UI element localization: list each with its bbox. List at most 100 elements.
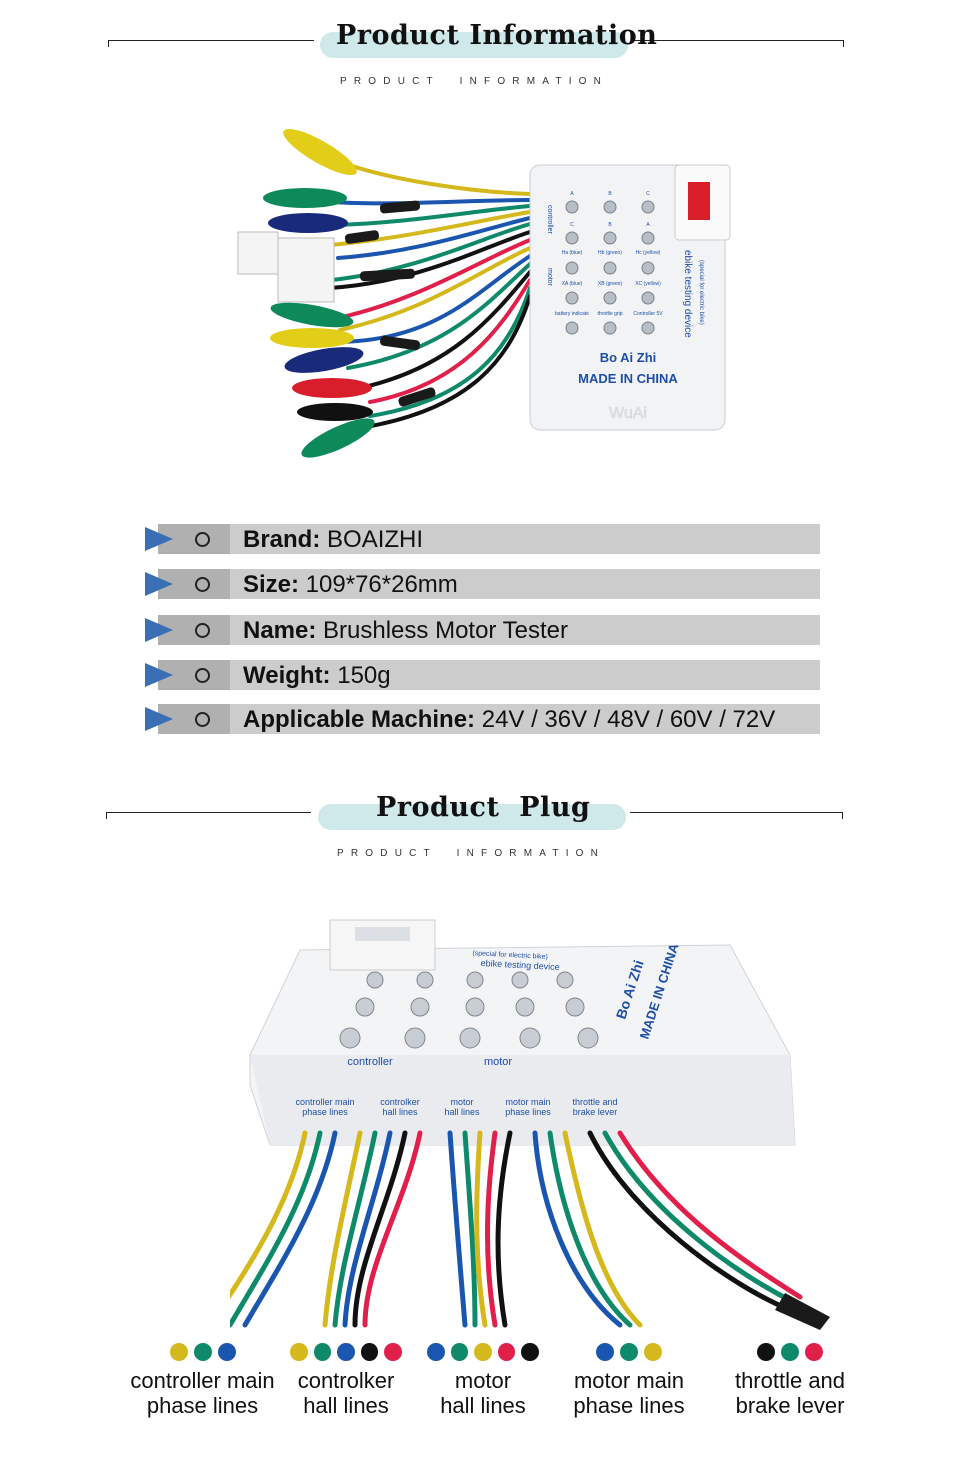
spec-key: Applicable Machine: <box>243 706 476 733</box>
section-header-product-information: Product Information PRODUCT INFORMATION <box>0 20 960 110</box>
spec-value: 109*76*26mm <box>299 571 458 598</box>
legend-label-line2: brake lever <box>735 1393 845 1418</box>
spec-row-brand: Brand: BOAIZHI <box>145 524 820 554</box>
spec-row-size: Size: 109*76*26mm <box>145 569 820 599</box>
spec-bar <box>158 704 820 734</box>
circle-bullet-icon <box>195 623 210 638</box>
embossed-text: WuAi <box>609 405 647 422</box>
plug-group-label: motor <box>450 1097 473 1107</box>
legend-label-line1: motor <box>454 1368 512 1393</box>
color-dot <box>474 1343 492 1361</box>
plug-group-label: throttle and <box>572 1097 617 1107</box>
color-dot <box>337 1343 355 1361</box>
plug-controller-label: controller <box>347 1056 393 1068</box>
color-dot <box>193 1343 212 1361</box>
spec-bar <box>158 660 820 690</box>
legend-label-line2: hall lines <box>303 1393 389 1418</box>
legend-label-line1: motor main <box>573 1368 685 1393</box>
plug-group-label: motor main <box>505 1097 550 1107</box>
spec-key: Weight: <box>243 662 331 689</box>
circle-bullet-icon <box>195 668 210 683</box>
color-dot <box>384 1343 402 1361</box>
legend-controller-main-phase: controller main phase lines <box>120 1343 285 1418</box>
spec-row-applicable-machine: Applicable Machine: 24V / 36V / 48V / 60… <box>145 704 820 734</box>
circle-bullet-icon <box>195 712 210 727</box>
section-title: Product Information <box>336 20 658 51</box>
spec-value: 24V / 36V / 48V / 60V / 72V <box>475 706 776 733</box>
spec-text: Brand: BOAIZHI <box>243 525 423 555</box>
color-dot <box>521 1343 539 1361</box>
panel-label: B <box>608 191 612 197</box>
hall-label: Hb (green) <box>598 250 622 256</box>
color-dot <box>313 1343 332 1361</box>
header-rule-left <box>106 812 311 819</box>
color-dot <box>169 1343 188 1361</box>
panel-label: A <box>646 222 650 228</box>
color-dot <box>620 1343 638 1361</box>
color-dot <box>360 1343 379 1361</box>
made-in-text: MADE IN CHINA <box>578 371 678 386</box>
legend-dots <box>560 1343 698 1365</box>
plug-group-label: hall lines <box>382 1107 418 1117</box>
spec-key: Size: <box>243 571 300 598</box>
misc-label: battery indicate <box>555 311 589 317</box>
section-subtitle: PRODUCT INFORMATION <box>337 848 606 859</box>
legend-throttle-brake: throttle and brake lever <box>722 1343 858 1418</box>
spec-text: Name: Brushless Motor Tester <box>243 616 568 646</box>
side-controller-label: controller <box>546 205 553 234</box>
arrow-right-icon <box>145 707 173 731</box>
side-motor-label: motor <box>546 268 553 287</box>
legend-label-line2: hall lines <box>440 1393 526 1418</box>
spec-bar <box>158 569 820 599</box>
arrow-right-icon <box>145 618 173 642</box>
color-dot <box>644 1343 662 1361</box>
plug-group-label: phase lines <box>302 1107 348 1117</box>
legend-label-line2: phase lines <box>146 1393 259 1418</box>
spec-value: Brushless Motor Tester <box>316 617 569 644</box>
arrow-right-icon <box>145 572 173 596</box>
legend-dots <box>722 1343 858 1365</box>
spec-text: Weight: 150g <box>243 661 391 691</box>
color-dot <box>450 1343 469 1361</box>
section-title: Product Plug <box>376 792 591 823</box>
panel-label: C <box>646 191 650 197</box>
circle-bullet-icon <box>195 532 210 547</box>
product-photo: A B C C B A Ha (blue) Hb (green) Hc (yel… <box>237 128 731 458</box>
section-subtitle: PRODUCT INFORMATION <box>340 76 609 87</box>
circle-bullet-icon <box>195 577 210 592</box>
legend-dots <box>290 1343 402 1365</box>
phase-label: XB (green) <box>598 281 623 287</box>
phase-label: XA (blue) <box>562 281 583 287</box>
arrow-right-icon <box>145 663 173 687</box>
panel-label: C <box>570 222 574 228</box>
color-dot <box>757 1343 775 1361</box>
spec-value: BOAIZHI <box>320 526 424 553</box>
color-dot <box>497 1343 516 1361</box>
spec-text: Applicable Machine: 24V / 36V / 48V / 60… <box>243 705 775 735</box>
plug-top-title: ebike testing device <box>480 958 559 972</box>
plug-photo: (special for electric bike) ebike testin… <box>230 919 830 1330</box>
color-dot <box>217 1343 236 1361</box>
legend-motor-hall: motor hall lines <box>427 1343 539 1418</box>
plug-group-label: controlker <box>380 1097 420 1107</box>
misc-label: throttle grip <box>597 311 622 317</box>
spec-bar <box>158 524 820 554</box>
plug-motor-label: motor <box>484 1056 512 1068</box>
misc-label: Controller 5V <box>633 311 663 317</box>
legend-motor-main-phase: motor main phase lines <box>560 1343 698 1418</box>
spec-key: Brand: <box>243 526 321 553</box>
color-dot <box>781 1343 799 1361</box>
color-dot <box>805 1343 823 1361</box>
header-pill <box>320 32 628 58</box>
arrow-right-icon <box>145 527 173 551</box>
hall-label: Hc (yellow) <box>636 250 661 256</box>
plug-top-subtext: (special for electric bike) <box>472 950 548 961</box>
device-title: ebike testing device <box>682 250 693 338</box>
header-rule-right <box>630 812 843 819</box>
spec-bar <box>158 615 820 645</box>
panel-label: B <box>608 222 612 228</box>
device-subtext: (special for electric bike) <box>698 260 704 325</box>
legend-dots <box>120 1343 285 1365</box>
spec-key: Name: <box>243 617 317 644</box>
plug-group-label: brake lever <box>573 1107 618 1117</box>
